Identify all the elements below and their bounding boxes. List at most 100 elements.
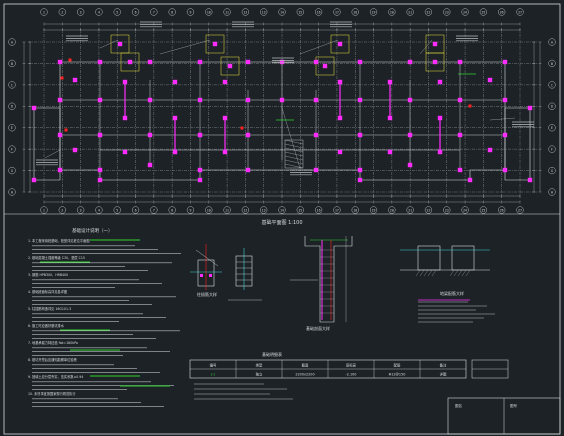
plan-title: 基础平面图 1:100 bbox=[262, 219, 303, 226]
grid-bubble-bottom bbox=[351, 206, 359, 214]
column-marker bbox=[197, 132, 203, 138]
grid-bubble-bottom-label: 14 bbox=[280, 208, 284, 212]
grid-bubble-top-label: 1 bbox=[43, 10, 45, 14]
column-marker bbox=[97, 177, 103, 183]
grid-bubble-bottom bbox=[223, 206, 231, 214]
note-line: 1. 本工程采用桩基础，桩型详见桩位平面图 bbox=[28, 238, 89, 243]
grid-bubble-top-label: 19 bbox=[372, 10, 376, 14]
column-marker bbox=[245, 167, 251, 173]
pile-cap bbox=[425, 52, 445, 72]
grid-bubble-top bbox=[77, 8, 85, 16]
grid-bubble-top bbox=[58, 8, 66, 16]
column-marker bbox=[97, 97, 103, 103]
grid-bubble-bottom bbox=[516, 206, 524, 214]
grid-bubble-left bbox=[8, 166, 16, 175]
column-marker bbox=[279, 97, 285, 103]
grid-bubble-left-label: H bbox=[11, 190, 13, 194]
leader-line bbox=[44, 149, 61, 159]
hatch-line bbox=[465, 269, 471, 277]
grid-bubble-top-label: 9 bbox=[190, 10, 192, 14]
table-cell: 详图 bbox=[440, 372, 447, 377]
table-cell: J-1 bbox=[210, 373, 215, 377]
column-marker bbox=[437, 79, 443, 85]
grid-bubble-bottom bbox=[205, 206, 213, 214]
column-marker bbox=[279, 59, 285, 65]
column-marker bbox=[432, 41, 438, 47]
table-header-cell: 配筋 bbox=[394, 363, 401, 368]
column-marker bbox=[502, 132, 508, 138]
grid-bubble-bottom-label: 3 bbox=[80, 208, 82, 212]
grid-bubble-bottom-label: 2 bbox=[61, 208, 63, 212]
pile-cap bbox=[205, 34, 225, 54]
leader-line bbox=[159, 39, 211, 55]
column-marker bbox=[357, 97, 363, 103]
grid-bubble-bottom-label: 22 bbox=[427, 208, 431, 212]
hatch-line bbox=[461, 269, 467, 277]
column-marker bbox=[147, 97, 153, 103]
grid-bubble-bottom-label: 12 bbox=[243, 208, 247, 212]
grid-bubble-left bbox=[8, 188, 16, 196]
stair-hatch bbox=[284, 163, 304, 169]
rebar-dot bbox=[209, 274, 212, 277]
column-marker bbox=[502, 97, 508, 103]
grid-bubble-top bbox=[186, 8, 195, 16]
rebar-dot bbox=[200, 274, 203, 277]
grid-bubble-right-label: E bbox=[551, 126, 553, 130]
grid-bubble-bottom bbox=[369, 206, 378, 214]
grid-bubble-bottom-label: 17 bbox=[335, 208, 339, 212]
table-cell: Φ12@150 bbox=[389, 373, 406, 377]
hatch-line bbox=[457, 269, 463, 277]
grid-bubble-top bbox=[498, 8, 506, 16]
grid-bubble-top-label: 17 bbox=[335, 10, 339, 14]
grid-bubble-right bbox=[548, 145, 556, 153]
grid-bubble-top-label: 22 bbox=[427, 10, 431, 14]
grid-bubble-bottom-label: 24 bbox=[463, 208, 467, 212]
grid-bubble-bottom-label: 6 bbox=[135, 208, 137, 212]
grid-bubble-right-label: H bbox=[551, 190, 553, 194]
red-marker bbox=[60, 76, 64, 80]
grid-bubble-bottom bbox=[315, 206, 323, 214]
table-cell: -2.100 bbox=[346, 373, 357, 377]
note-line: 10. 未尽事宜按国家现行规范执行 bbox=[28, 391, 76, 396]
column-marker bbox=[245, 97, 251, 103]
grid-bubble-top bbox=[205, 8, 213, 16]
pile-cap bbox=[120, 52, 140, 72]
table-cell: 2200x2200 bbox=[295, 373, 314, 377]
hatch-line bbox=[431, 269, 437, 277]
grid-bubble-top bbox=[443, 8, 451, 16]
grid-bubble-top-label: 11 bbox=[225, 10, 229, 14]
grid-bubble-bottom-label: 25 bbox=[481, 208, 485, 212]
detail1-title: 柱插筋大样 bbox=[197, 291, 217, 297]
grid-bubble-left-label: A bbox=[11, 40, 13, 44]
grid-bubble-top-label: 18 bbox=[353, 10, 357, 14]
column-marker bbox=[487, 147, 493, 153]
stair-hatch bbox=[284, 155, 304, 161]
column-marker bbox=[212, 41, 218, 47]
stair-area bbox=[284, 139, 304, 169]
column-marker bbox=[57, 167, 63, 173]
stair-hatch bbox=[284, 139, 304, 145]
pile-cap bbox=[220, 56, 240, 76]
grid-bubble-bottom bbox=[424, 206, 433, 214]
grid-bubble-bottom bbox=[388, 206, 396, 214]
column-marker bbox=[57, 132, 63, 138]
column-marker bbox=[407, 162, 413, 168]
grid-bubble-top bbox=[260, 8, 268, 16]
grid-bubble-top-label: 2 bbox=[61, 10, 63, 14]
column-marker bbox=[502, 59, 508, 65]
grid-bubble-bottom-label: 8 bbox=[171, 208, 173, 212]
grid-bubble-bottom bbox=[131, 206, 140, 214]
grid-bubble-bottom-label: 27 bbox=[518, 208, 522, 212]
grid-bubble-top-label: 26 bbox=[500, 10, 504, 14]
column-marker bbox=[357, 132, 363, 138]
grid-bubble-top bbox=[241, 8, 249, 16]
grid-bubble-top bbox=[296, 8, 304, 16]
grid-bubble-left-label: D bbox=[11, 105, 13, 109]
column-marker bbox=[122, 149, 128, 155]
leader-line bbox=[281, 107, 301, 169]
grid-bubble-bottom bbox=[150, 206, 158, 214]
grid-bubble-top-label: 3 bbox=[80, 10, 82, 14]
column-marker bbox=[357, 59, 363, 65]
